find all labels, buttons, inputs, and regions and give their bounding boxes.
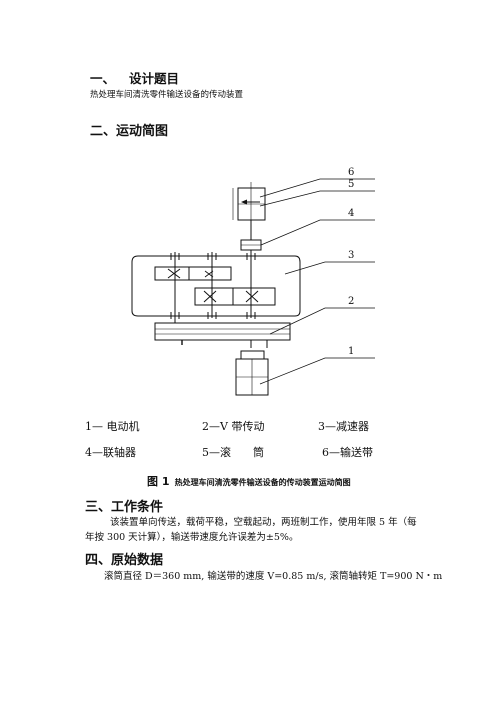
callout-5: 5	[348, 179, 354, 190]
legend-conveyor-belt: 6—输送带	[322, 446, 373, 459]
gear-upper-left	[154, 266, 190, 281]
legend-coupling: 4—联轴器	[85, 446, 136, 459]
callout-4: 4	[348, 208, 354, 219]
original-data-line: 滚筒直径 D＝360 mm, 输送带的速度 V=0.85 m/s, 滚筒轴转矩 …	[104, 571, 443, 582]
figure-title: 热处理车间清洗零件输送设备的传动装置运动简图	[174, 478, 351, 487]
gear-upper-right	[188, 266, 232, 281]
figure-label: 图 1	[147, 475, 170, 488]
gear-lower-left	[194, 287, 234, 306]
section2-heading: 二、运动简图	[90, 124, 169, 139]
motor-flange	[240, 350, 265, 360]
figure-caption: 图 1 热处理车间清洗零件输送设备的传动装置运动简图	[147, 470, 351, 489]
callout-1: 1	[348, 346, 354, 357]
gear-lower-right	[232, 287, 276, 306]
conditions-line-1: 该装置单向传送，载荷平稳，空载起动，两班制工作，使用年限 5 年（每	[110, 517, 417, 528]
legend-motor: 1— 电动机	[85, 420, 140, 433]
reducer-housing	[131, 255, 301, 317]
legend-reducer: 3—减速器	[318, 420, 369, 433]
design-topic: 热处理车间清洗零件输送设备的传动装置	[90, 90, 244, 100]
callout-2: 2	[348, 296, 354, 307]
transmission-diagram: 6 5 4 3 2 1	[131, 167, 375, 396]
section1-title: 设计题目	[129, 71, 180, 86]
legend-drum: 5—滚 筒	[202, 446, 264, 459]
conditions-line-2: 年按 300 天计算），输送带速度允许误差为±5%。	[85, 532, 299, 543]
legend-v-belt: 2—V 带传动	[202, 420, 265, 433]
section4-heading: 四、原始数据	[85, 553, 164, 568]
section3-heading: 三、工作条件	[85, 500, 164, 515]
section1-number: 一、	[90, 71, 116, 86]
callout-6: 6	[348, 167, 354, 178]
callout-3: 3	[348, 250, 354, 261]
v-belt	[154, 322, 291, 341]
